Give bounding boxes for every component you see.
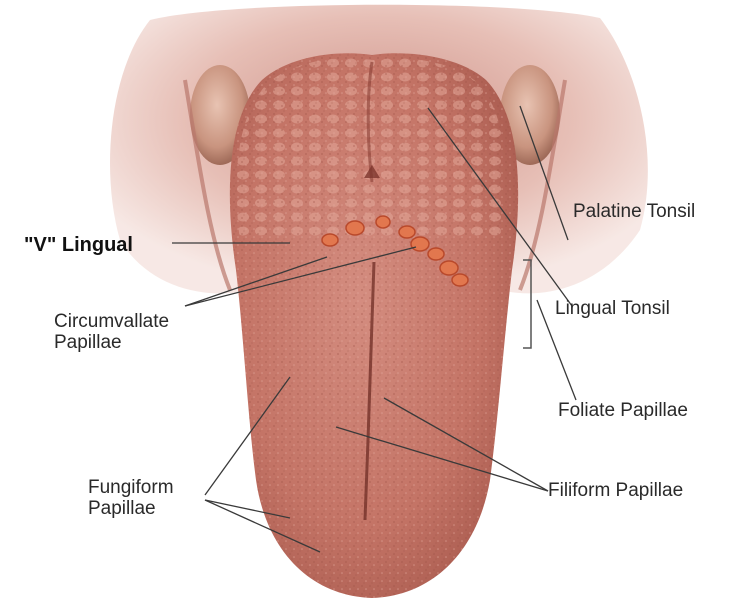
label-circumvallate-line1: Circumvallate bbox=[54, 311, 169, 332]
label-fungiform-line1: Fungiform bbox=[88, 477, 174, 498]
papillae-speckle bbox=[230, 53, 518, 598]
label-v-lingual: "V" Lingual bbox=[24, 234, 133, 256]
label-palatine-tonsil: Palatine Tonsil bbox=[573, 201, 695, 222]
label-filiform-papillae: Filiform Papillae bbox=[548, 480, 683, 501]
label-circumvallate-papillae: Circumvallate Papillae bbox=[54, 311, 169, 353]
label-foliate-papillae: Foliate Papillae bbox=[558, 400, 688, 421]
label-fungiform-line2: Papillae bbox=[88, 498, 174, 519]
label-fungiform-papillae: Fungiform Papillae bbox=[88, 477, 174, 519]
label-lingual-tonsil: Lingual Tonsil bbox=[555, 298, 670, 319]
label-circumvallate-line2: Papillae bbox=[54, 332, 169, 353]
